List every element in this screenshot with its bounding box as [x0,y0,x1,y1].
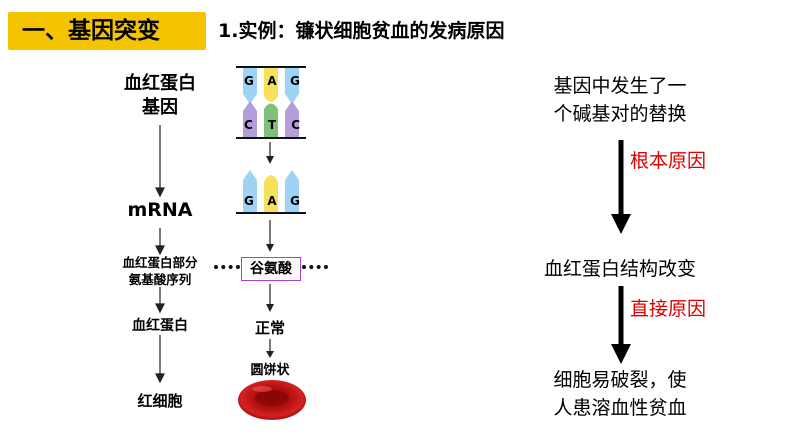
translation-arrow [266,220,274,252]
mrna-bases: G A G [244,194,300,208]
left-flow-arrows [155,125,165,384]
base-top-1: G [244,74,254,88]
transcription-arrow [266,142,274,164]
hemoglobin-structure-change: 血红蛋白结构改变 [543,258,696,280]
shape-label: 圆饼状 [250,363,290,378]
red-blood-cell-image [238,380,306,420]
arrow-to-normal [266,284,274,312]
base-top-2: A [267,74,277,88]
base-mrna-3: G [290,194,300,208]
example-title: 1.实例：镰状细胞贫血的发病原因 [218,20,505,42]
dna-bottom-strand [236,137,306,139]
root-cause-label: 根本原因 [630,150,707,172]
hemoglobin-label: 血红蛋白 [132,318,188,334]
dna-top-bases: G A G [244,74,300,88]
root-cause-arrow [611,140,631,234]
direct-cause-arrow [611,286,631,364]
base-bottom-2: T [267,118,277,132]
gene-label: 血红蛋白 基因 [124,73,196,118]
normal-label: 正常 [254,319,285,337]
cause-gene-substitution: 基因中发生了一 个碱基对的替换 [553,75,687,125]
mrna-label: mRNA [127,199,193,221]
red-blood-cell-label: 红细胞 [137,392,183,410]
base-bottom-1: C [244,118,253,132]
base-mrna-1: G [244,194,254,208]
dna-bottom-bases: C T C [244,118,300,132]
base-top-3: G [290,74,300,88]
chain-dots-right [302,265,328,269]
result-anemia: 细胞易破裂，使 人患溶血性贫血 [553,369,687,419]
base-bottom-3: C [291,118,300,132]
dna-bases-graphic [243,68,299,137]
arrow-to-shape [266,339,274,358]
mrna-strand [236,212,306,214]
dna-top-strand [236,66,306,68]
amino-acid-box: 谷氨酸 [241,257,301,281]
direct-cause-label: 直接原因 [630,298,707,320]
partial-sequence-label: 血红蛋白部分 氨基酸序列 [122,255,198,287]
mrna-graphic [243,170,299,212]
chain-dots-left [214,265,240,269]
base-mrna-2: A [267,194,277,208]
section-title: 一、基因突变 [8,12,206,50]
